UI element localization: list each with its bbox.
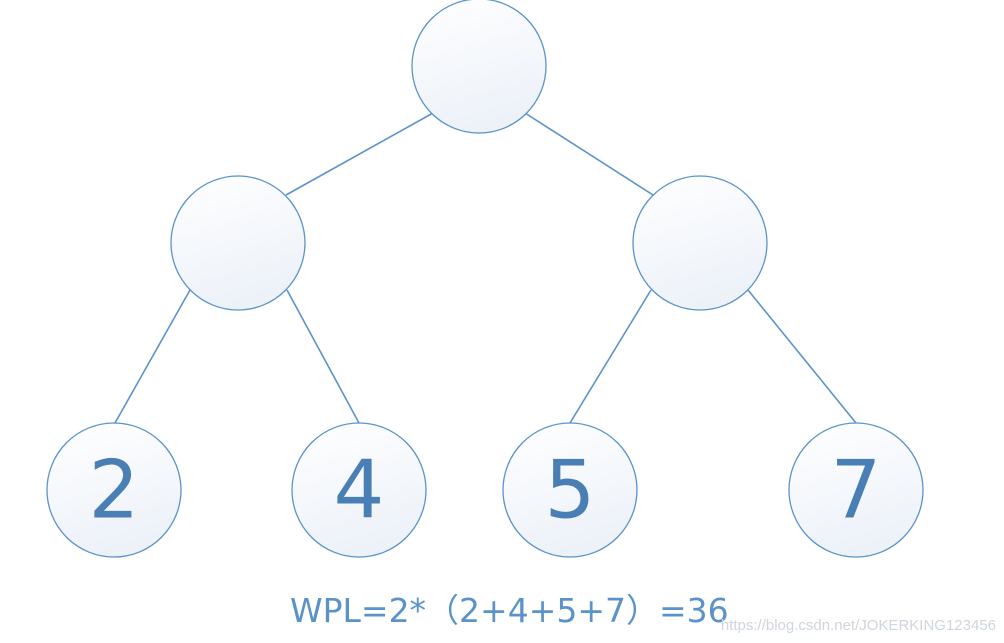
watermark-url: https://blog.csdn.net/JOKERKING123456 xyxy=(721,617,996,634)
tree-leaf-node: 5 xyxy=(502,422,638,558)
tree-leaf-node: 4 xyxy=(291,422,427,558)
edge-left-leaf-2 xyxy=(114,289,191,424)
tree-leaf-node: 2 xyxy=(46,422,182,558)
leaf-weight-label: 4 xyxy=(334,444,385,537)
tree-node-internal-left xyxy=(170,175,306,311)
wpl-formula: WPL=2*（2+4+5+7）=36 xyxy=(290,591,729,630)
leaf-weight-label: 5 xyxy=(545,444,596,537)
leaf-weight-label: 2 xyxy=(89,444,140,537)
edge-left-leaf-4 xyxy=(286,289,360,424)
leaf-weight-label: 7 xyxy=(831,444,882,537)
edge-right-leaf-7 xyxy=(747,289,857,424)
tree-node-internal-right xyxy=(632,175,768,311)
tree-node-root xyxy=(411,0,547,134)
edge-right-leaf-5 xyxy=(569,289,652,424)
edge-root-left xyxy=(285,112,434,196)
tree-leaf-node: 7 xyxy=(788,422,924,558)
edge-root-right xyxy=(524,112,654,196)
